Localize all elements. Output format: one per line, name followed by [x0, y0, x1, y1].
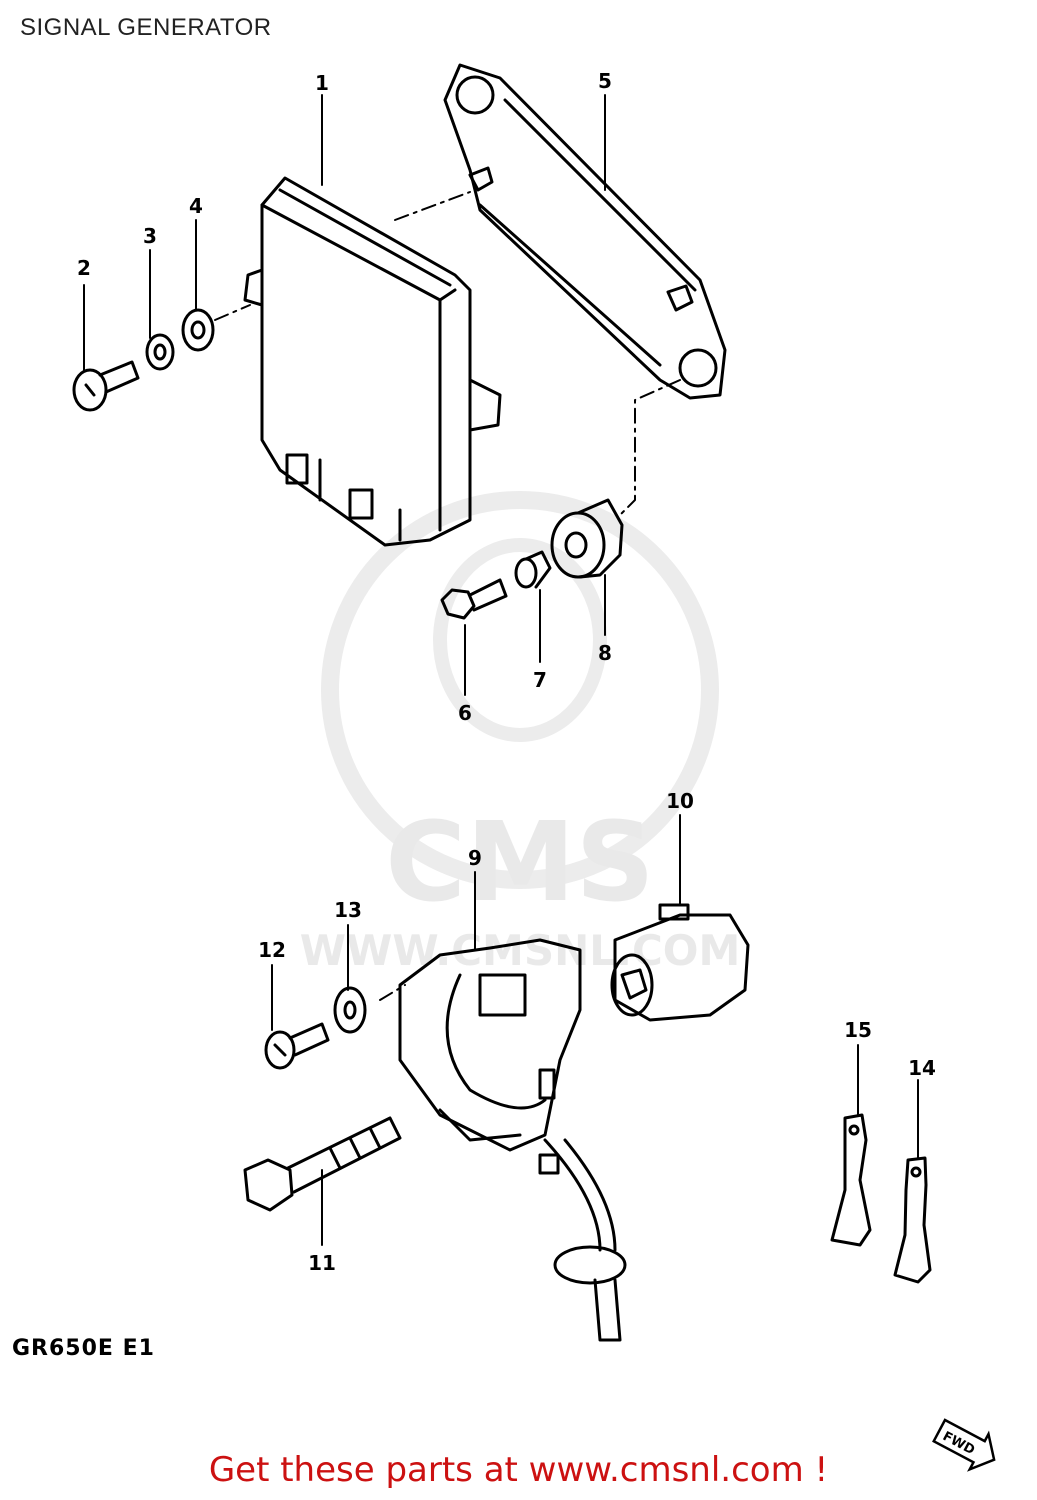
callout-8: 8 — [598, 641, 612, 665]
callout-numbers: 1 2 3 4 5 6 7 8 9 10 11 12 13 14 15 — [77, 69, 936, 1275]
part-15-terminal[interactable] — [830, 1113, 872, 1247]
part-2-screw[interactable] — [72, 360, 140, 412]
callout-6: 6 — [458, 701, 472, 725]
part-9-signal-generator[interactable] — [398, 938, 627, 1342]
callout-12: 12 — [258, 938, 286, 962]
part-6-bolt[interactable] — [440, 578, 508, 620]
part-1-igniter-unit[interactable] — [243, 176, 502, 547]
callout-1: 1 — [315, 71, 329, 95]
part-12-screw[interactable] — [264, 1022, 330, 1070]
callout-9: 9 — [468, 846, 482, 870]
callout-5: 5 — [598, 69, 612, 93]
part-7-collar[interactable] — [514, 550, 552, 589]
watermark: CMS WWW.CMSNL.COM — [300, 491, 741, 975]
callout-11: 11 — [308, 1251, 336, 1275]
callout-14: 14 — [908, 1056, 936, 1080]
watermark-brand: CMS — [385, 798, 654, 926]
callout-13: 13 — [334, 898, 362, 922]
part-11-long-bolt[interactable] — [243, 1116, 402, 1212]
part-8-grommet[interactable] — [550, 498, 624, 579]
page-title: SIGNAL GENERATOR — [20, 14, 272, 41]
model-code: GR650E E1 — [12, 1336, 155, 1361]
callout-7: 7 — [533, 668, 547, 692]
part-10-cap[interactable] — [610, 903, 750, 1022]
callout-4: 4 — [189, 194, 203, 218]
callout-2: 2 — [77, 256, 91, 280]
leader-lines — [83, 94, 919, 1246]
part-3-lock-washer[interactable] — [145, 333, 175, 371]
callout-3: 3 — [143, 224, 157, 248]
part-5-bracket[interactable] — [443, 63, 727, 400]
callout-10: 10 — [666, 789, 694, 813]
fwd-arrow-icon: FWD — [932, 1418, 996, 1472]
watermark-url: WWW.CMSNL.COM — [300, 926, 741, 975]
callout-15: 15 — [844, 1018, 872, 1042]
footer-link[interactable]: Get these parts at www.cmsnl.com ! — [208, 1450, 829, 1490]
alignment-lines — [214, 191, 681, 1001]
part-13-washer[interactable] — [333, 986, 367, 1034]
part-4-washer[interactable] — [181, 308, 215, 352]
part-14-terminal[interactable] — [893, 1156, 932, 1284]
